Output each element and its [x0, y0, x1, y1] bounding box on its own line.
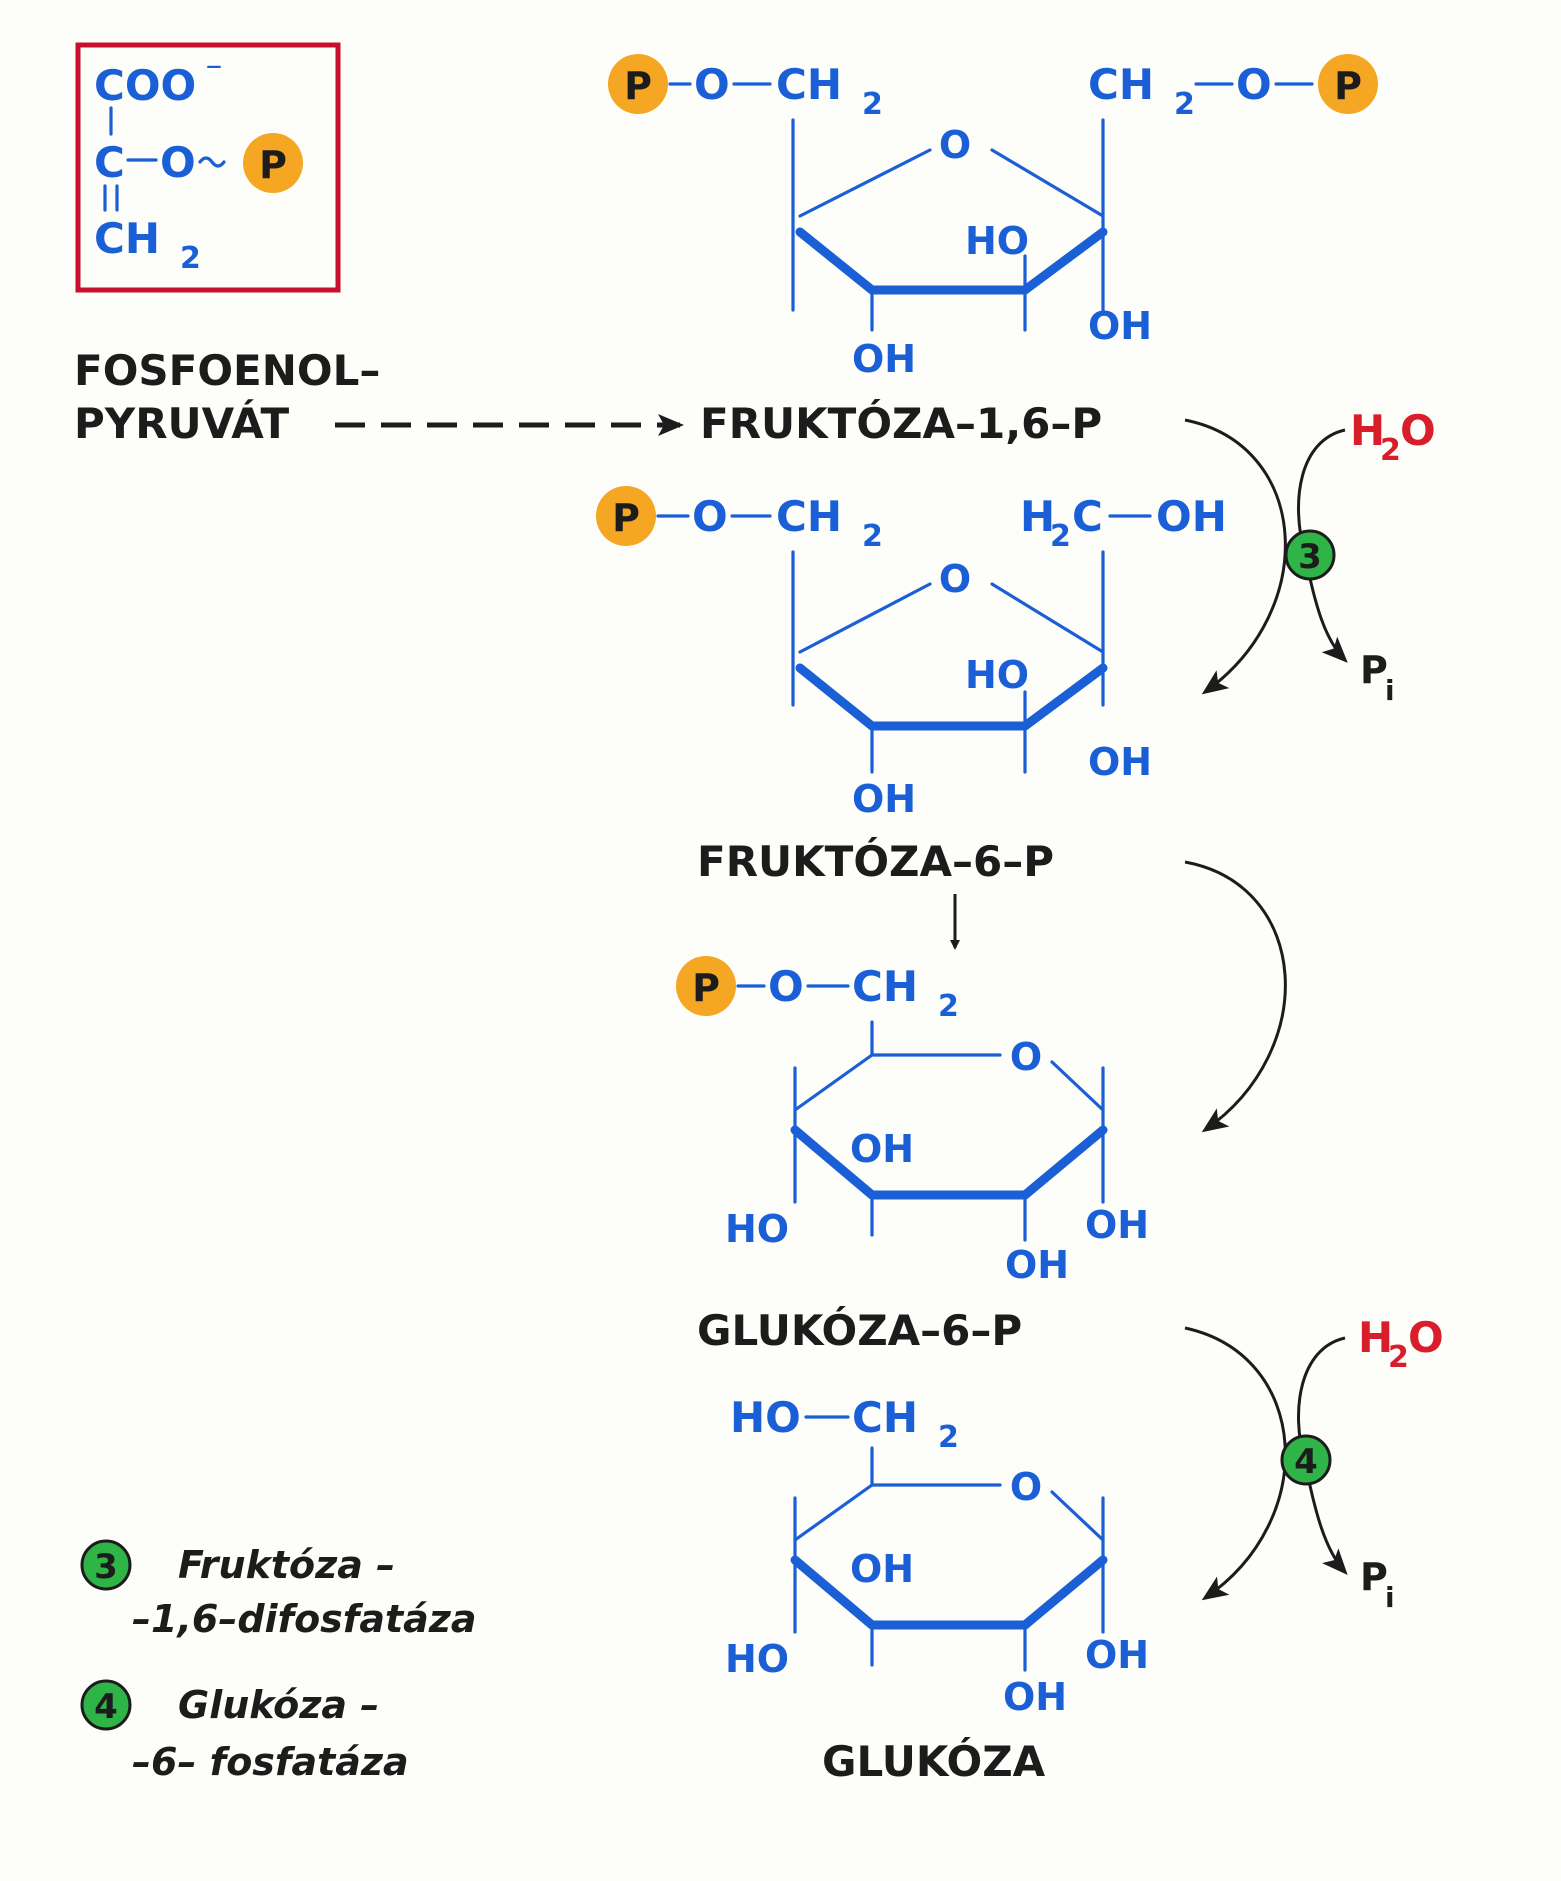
- g6p-structure: P O CH 2 O OH HO OH OH: [676, 956, 1149, 1287]
- step4-pi-sub: i: [1385, 1581, 1395, 1614]
- f6p-structure: P O CH 2 H 2 C OH O HO OH OH: [596, 486, 1227, 821]
- enzyme-3-badge-num: 3: [1298, 537, 1322, 577]
- legend-enzyme-4-badge: [80, 1679, 132, 1731]
- legend-enzyme-3-num: 3: [94, 1547, 118, 1587]
- enzyme-3-badge: [1284, 529, 1336, 581]
- f6p-ring-o: O: [939, 557, 971, 601]
- pep-phosphate-label: P: [259, 143, 287, 187]
- pep-ch2-sub: 2: [180, 241, 201, 276]
- step3-pi-sub: i: [1385, 674, 1395, 707]
- legend-enzyme-4-line1: Glukóza –: [178, 1683, 379, 1727]
- legend-enzyme-4-line2: –6– fosfatáza: [132, 1740, 409, 1784]
- f6p-ch2-sub: 2: [862, 519, 883, 554]
- glc-ring-o: O: [1010, 1465, 1042, 1509]
- f16p-phosphate-right-circle: [1318, 54, 1378, 114]
- enzyme-4-badge: [1280, 1434, 1332, 1486]
- g6p-name: GLUKÓZA–6–P: [697, 1305, 1022, 1355]
- f6p-ch2: CH: [776, 492, 842, 541]
- step3-pi: P: [1360, 648, 1388, 692]
- pep-name-line2: PYRUVÁT: [74, 398, 290, 448]
- f16p-ring-o: O: [939, 123, 971, 167]
- g6p-o: O: [768, 962, 804, 1011]
- f6p-name: FRUKTÓZA–6–P: [697, 836, 1054, 886]
- g6p-c1-oh: OH: [1085, 1203, 1149, 1247]
- enzyme-4-badge-num: 4: [1294, 1442, 1318, 1482]
- f6p-h2c-h: H: [1020, 492, 1055, 541]
- f6p-c2-oh: OH: [1088, 740, 1152, 784]
- f16p-phosphate-right-label: P: [1334, 64, 1362, 108]
- reaction-arrow-step3: [1184, 418, 1287, 695]
- legend-enzyme-3-line1: Fruktóza –: [178, 1543, 395, 1587]
- f16p-ch2-left: CH: [776, 60, 842, 109]
- g6p-c4-oh: OH: [850, 1127, 914, 1171]
- f6p-c3-ho: HO: [965, 653, 1029, 697]
- f16p-ch2-right-sub: 2: [1174, 87, 1195, 122]
- pep-coo-label: COO: [94, 61, 196, 110]
- pep-coo-charge: ⁻: [205, 53, 223, 93]
- glc-ch2-sub: 2: [938, 1420, 959, 1455]
- glc-c4-ho: HO: [725, 1637, 789, 1681]
- step4-water-h: H: [1358, 1313, 1393, 1362]
- g6p-ch2: CH: [852, 962, 918, 1011]
- step4-pi: P: [1360, 1555, 1388, 1599]
- f6p-o: O: [692, 492, 728, 541]
- pep-structure: COO ⁻ C O P CH 2: [75, 42, 341, 293]
- glc-ch2: CH: [852, 1393, 918, 1442]
- f16p-c3-ho: HO: [965, 219, 1029, 263]
- f16p-name: FRUKTÓZA–1,6–P: [700, 398, 1102, 448]
- step4-water-o: O: [1408, 1313, 1444, 1362]
- glucose-name: GLUKÓZA: [822, 1736, 1046, 1786]
- pep-box: [75, 42, 341, 293]
- g6p-phosphate-label: P: [692, 966, 720, 1010]
- f16p-phosphate-left-circle: [608, 54, 668, 114]
- g6p-phosphate-circle: [676, 956, 736, 1016]
- glc-ho: HO: [730, 1393, 801, 1442]
- pep-phosphate-circle: [243, 133, 303, 193]
- pep-o-label: O: [160, 138, 196, 187]
- f16p-structure: P O CH 2 CH 2 O P O HO OH OH: [608, 54, 1378, 381]
- legend-enzyme-3-line2: –1,6–difosfatáza: [132, 1597, 477, 1641]
- reaction-arrow-isomerization: [1184, 860, 1287, 1133]
- f16p-o-right: O: [1236, 60, 1272, 109]
- glucose-structure: HO CH 2 O OH HO OH OH: [725, 1393, 1149, 1719]
- step3-water-sub: 2: [1380, 433, 1401, 468]
- g6p-c4-ho: HO: [725, 1207, 789, 1251]
- f6p-h2c-sub: 2: [1050, 519, 1071, 554]
- f16p-ch2-right: CH: [1088, 60, 1154, 109]
- glc-c3-oh: OH: [850, 1547, 914, 1591]
- step3-water-o: O: [1400, 406, 1436, 455]
- pep-c-label: C: [94, 138, 125, 187]
- f6p-c4-oh: OH: [852, 777, 916, 821]
- step4-water-sub: 2: [1388, 1340, 1409, 1375]
- f16p-ch2-left-sub: 2: [862, 87, 883, 122]
- g6p-ch2-sub: 2: [938, 989, 959, 1024]
- glc-c2-oh: OH: [1003, 1675, 1067, 1719]
- reaction-arrow-step4: [1184, 1326, 1287, 1601]
- legend-enzyme-3-badge: [80, 1539, 132, 1591]
- f16p-o-left: O: [694, 60, 730, 109]
- f6p-phosphate-label: P: [612, 496, 640, 540]
- step3-water-h: H: [1350, 406, 1385, 455]
- g6p-c2-oh: OH: [1005, 1243, 1069, 1287]
- f6p-oh-top: OH: [1156, 492, 1227, 541]
- glc-c1-oh: OH: [1085, 1633, 1149, 1677]
- f6p-h2c-c: C: [1072, 492, 1103, 541]
- f16p-c2-oh: OH: [1088, 304, 1152, 348]
- pep-ch2-label: CH: [94, 214, 160, 263]
- legend: 3 Fruktóza – –1,6–difosfatáza 4 Glukóza …: [80, 1539, 477, 1784]
- pep-name-line1: FOSFOENOL–: [74, 346, 380, 395]
- f16p-c4-oh: OH: [852, 337, 916, 381]
- legend-enzyme-4-num: 4: [94, 1687, 118, 1727]
- g6p-ring-o: O: [1010, 1035, 1042, 1079]
- f6p-phosphate-circle: [596, 486, 656, 546]
- f16p-phosphate-left-label: P: [624, 64, 652, 108]
